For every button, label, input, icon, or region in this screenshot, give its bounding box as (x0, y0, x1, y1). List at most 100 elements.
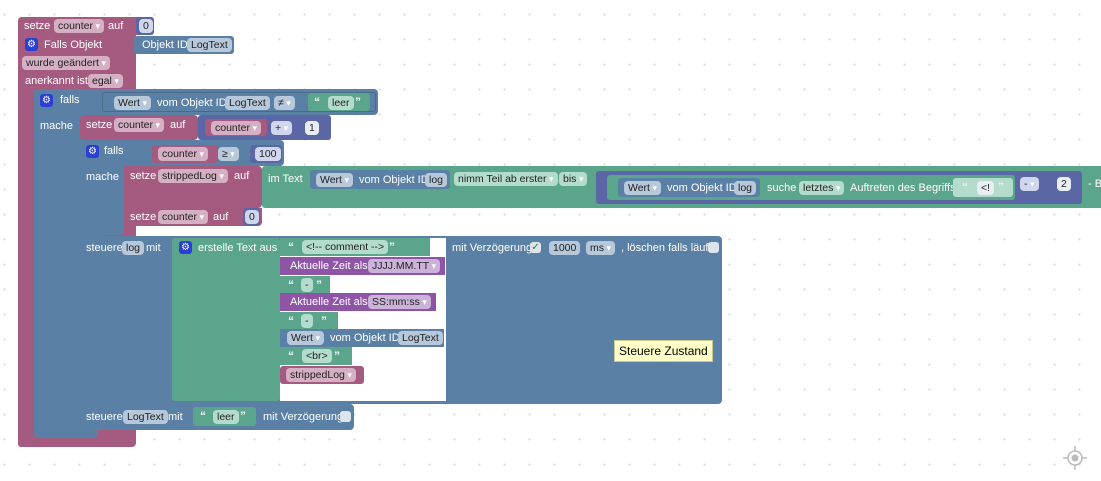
number-field[interactable]: 0 (245, 210, 259, 224)
occurrence-dropdown[interactable]: letztes (799, 181, 845, 195)
number-field[interactable]: 1 (305, 121, 319, 135)
quote-close-icon: ” (321, 314, 327, 328)
variable-dropdown[interactable]: counter (158, 147, 209, 161)
delay-field[interactable]: 1000 (549, 241, 581, 255)
label: mit (168, 411, 183, 423)
object-id-field[interactable]: log (425, 173, 448, 187)
label: mache (86, 171, 120, 183)
variable-dropdown[interactable]: counter (211, 121, 262, 135)
wert-dropdown[interactable]: Wert (624, 181, 662, 195)
operator-dropdown[interactable]: - (1020, 177, 1039, 191)
quote-open-icon: “ (288, 314, 294, 328)
quote-open-icon: “ (962, 180, 968, 194)
label: Falls Objekt (44, 39, 103, 51)
label: auf (213, 211, 229, 223)
text-field[interactable]: leer (213, 410, 239, 424)
from-dropdown[interactable]: nimm Teil ab erster (454, 172, 558, 186)
variable-dropdown[interactable]: counter (158, 210, 209, 224)
wert-dropdown[interactable]: Wert (114, 96, 152, 110)
quote-close-icon: ” (334, 349, 340, 363)
text-field[interactable]: <! (977, 181, 995, 195)
to-dropdown[interactable]: bis (559, 172, 588, 186)
date-format-dropdown[interactable]: JJJJ.MM.TT (368, 259, 441, 273)
label: , löschen falls läuft (621, 242, 712, 254)
object-id-field[interactable]: LogText (225, 96, 270, 110)
label: auf (234, 170, 250, 182)
ack-dropdown[interactable]: egal (88, 74, 123, 88)
gear-icon[interactable]: ⚙ (40, 94, 53, 107)
variable-dropdown[interactable]: strippedLog (158, 169, 228, 183)
label: auf (170, 119, 186, 131)
quote-close-icon: ” (389, 240, 395, 254)
delay-checkbox[interactable]: ✓ (530, 242, 541, 253)
quote-close-icon: ” (240, 409, 246, 423)
trigger-block-bottom (18, 438, 134, 447)
quote-open-icon: “ (288, 240, 294, 254)
quote-open-icon: “ (288, 278, 294, 292)
label: setze (86, 119, 113, 131)
wert-dropdown[interactable]: Wert (287, 331, 325, 345)
label: mit (146, 242, 161, 254)
clear-checkbox[interactable] (708, 242, 719, 253)
label: setze (130, 170, 157, 182)
label: Aktuelle Zeit als (290, 296, 368, 308)
gear-icon[interactable]: ⚙ (86, 145, 99, 158)
tooltip: Steuere Zustand (614, 340, 713, 362)
label: falls (104, 145, 124, 157)
text-field[interactable]: leer (328, 96, 354, 110)
label: steuere (86, 411, 123, 423)
label: vom Objekt ID (667, 182, 737, 194)
quote-close-icon: ” (998, 180, 1004, 194)
label: Aktuelle Zeit als (290, 260, 368, 272)
label: suche (767, 182, 797, 194)
center-workspace-icon[interactable] (1063, 446, 1087, 470)
gear-icon[interactable]: ⚙ (25, 38, 38, 51)
text-field[interactable]: <br> (302, 349, 332, 363)
quote-close-icon: ” (355, 95, 361, 109)
label: steuere (86, 242, 123, 254)
label: Objekt ID (142, 39, 188, 51)
label: setze (130, 211, 157, 223)
object-id-field[interactable]: LogText (398, 331, 443, 345)
number-field[interactable]: 100 (255, 147, 281, 161)
label: vom Objekt ID (359, 174, 429, 186)
label: erstelle Text aus (198, 242, 278, 254)
label: auf (108, 20, 124, 32)
object-id-field[interactable]: LogText (187, 38, 232, 52)
wert-dropdown[interactable]: Wert (316, 173, 354, 187)
gear-icon[interactable]: ⚙ (179, 241, 192, 254)
label: falls (60, 94, 80, 106)
variable-dropdown[interactable]: counter (54, 19, 105, 33)
object-id-field[interactable]: log (734, 181, 757, 195)
quote-close-icon: ” (316, 278, 322, 292)
label: - B (1088, 178, 1101, 190)
changed-dropdown[interactable]: wurde geändert (22, 56, 110, 70)
operator-dropdown[interactable]: + (271, 121, 293, 135)
operator-dropdown[interactable]: ≠ (274, 96, 295, 110)
object-id-field[interactable]: LogText (123, 410, 168, 424)
quote-open-icon: “ (200, 409, 206, 423)
object-id-field[interactable]: log (122, 241, 145, 255)
quote-open-icon: “ (288, 349, 294, 363)
create-text-block[interactable] (172, 238, 280, 401)
label: im Text (268, 173, 303, 185)
delay-checkbox[interactable] (340, 411, 351, 422)
text-field[interactable]: - (301, 278, 313, 292)
label: vom Objekt ID (157, 97, 227, 109)
variable-dropdown[interactable]: counter (114, 118, 165, 132)
text-field[interactable]: <!-- comment --> (302, 240, 389, 254)
text-field[interactable]: - (301, 314, 313, 328)
quote-open-icon: “ (314, 95, 320, 109)
label: mache (40, 120, 74, 132)
operator-dropdown[interactable]: ≥ (218, 147, 239, 161)
unit-dropdown[interactable]: ms (586, 241, 616, 255)
number-field[interactable]: 2 (1057, 177, 1071, 191)
label: setze (24, 20, 51, 32)
label: mit Verzögerung (263, 411, 344, 423)
label: mit Verzögerung (452, 242, 533, 254)
label: vom Objekt ID (330, 332, 400, 344)
label: Auftreten des Begriffs (850, 182, 956, 194)
variable-dropdown[interactable]: strippedLog (286, 368, 356, 382)
time-format-dropdown[interactable]: SS:mm:ss (368, 295, 431, 309)
number-field[interactable]: 0 (139, 19, 153, 33)
